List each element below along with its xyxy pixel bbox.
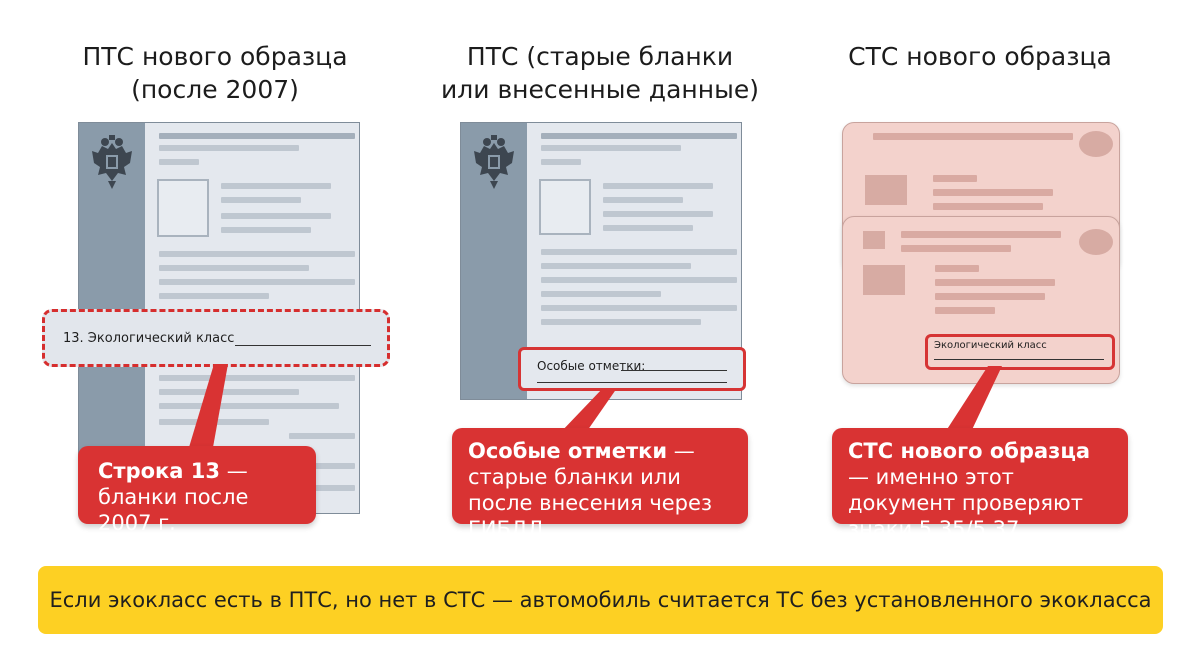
callout-pointer-1 bbox=[184, 364, 228, 464]
summary-banner-text: Если экокласс есть в ПТС, но нет в СТС —… bbox=[49, 588, 1152, 612]
eco-class-row-highlight: 13. Экологический класс bbox=[42, 309, 390, 367]
callout-pointer-3 bbox=[944, 366, 1002, 434]
column-title-sts-new: СТС нового образца bbox=[848, 42, 1112, 71]
callout-pointer-2 bbox=[559, 388, 617, 434]
column-title-pts-new: ПТС нового образца (после 2007) bbox=[82, 42, 348, 104]
callout-sts-new: СТС нового образца — именно этот докумен… bbox=[832, 428, 1128, 541]
callout-pts-old-bold: Особые отметки bbox=[468, 439, 668, 463]
callout-pts-new-bold: Строка 13 bbox=[98, 459, 221, 483]
callout-pts-new-text: — бланки после 2007 г. bbox=[98, 459, 249, 535]
callout-pts-new: Строка 13 — бланки после 2007 г. bbox=[78, 446, 316, 535]
summary-banner: Если экокласс есть в ПТС, но нет в СТС —… bbox=[38, 566, 1163, 634]
sts-eco-class-highlight: Экологический класс bbox=[925, 334, 1115, 370]
special-notes-highlight: Особые отметки: bbox=[518, 347, 746, 391]
callout-pts-old: Особые отметки — старые бланки или после… bbox=[452, 428, 748, 541]
sts-eco-class-label: Экологический класс bbox=[934, 340, 1047, 351]
callout-sts-new-bold: СТС нового образца bbox=[848, 439, 1091, 463]
special-notes-label: Особые отметки: bbox=[537, 359, 646, 373]
coat-of-arms-icon bbox=[474, 135, 514, 189]
column-title-pts-old: ПТС (старые бланки или внесенные данные) bbox=[441, 42, 759, 104]
coat-of-arms-icon bbox=[92, 135, 132, 189]
eco-class-row-label: 13. Экологический класс bbox=[63, 331, 235, 346]
callout-sts-new-text: — именно этот документ проверяют знаки 5… bbox=[848, 465, 1083, 541]
callout-pts-old-text: — старые бланки или после внесения через… bbox=[468, 439, 713, 541]
